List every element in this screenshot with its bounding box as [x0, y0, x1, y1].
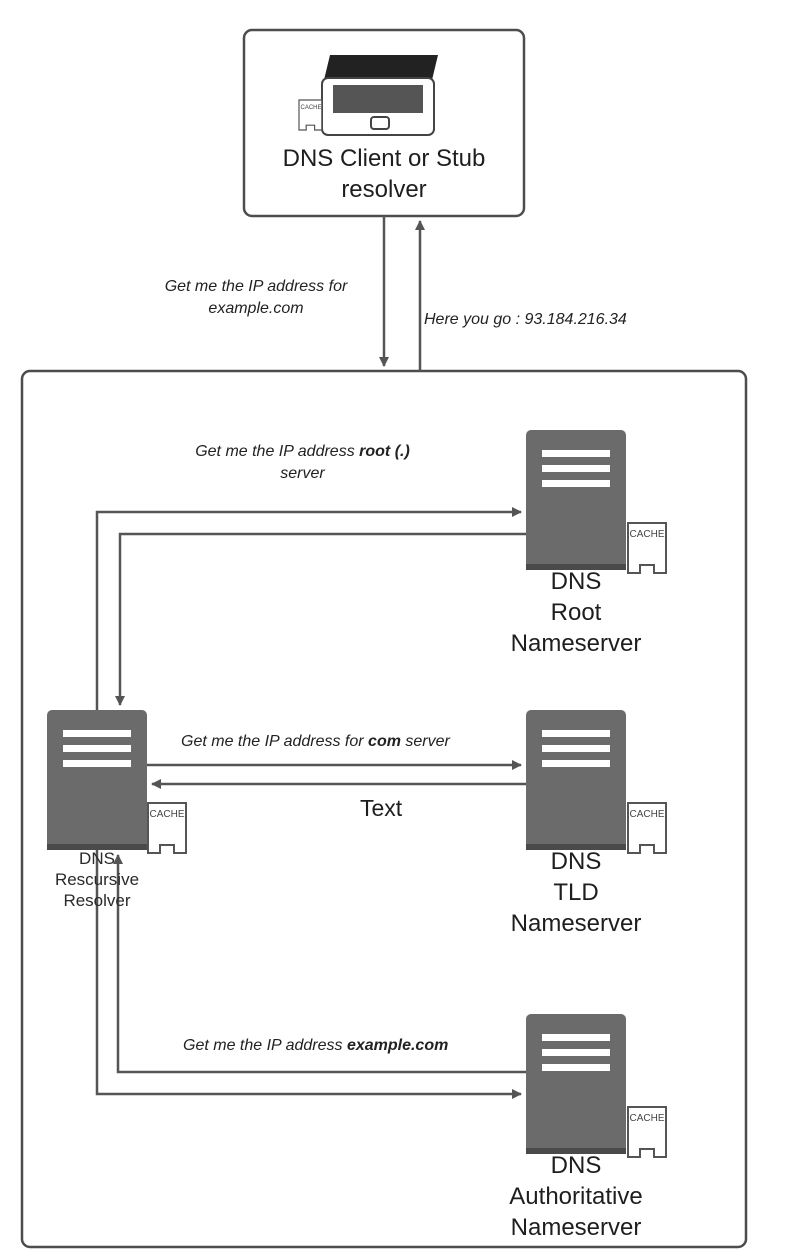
- tld-request-prefix: Get me the IP address for: [181, 733, 369, 750]
- root-label-line2: Root: [550, 599, 602, 626]
- auth-label-line3: Nameserver: [510, 1214, 642, 1241]
- root-label-line3: Nameserver: [510, 630, 642, 657]
- client-response-label: Here you go : 93.184.216.34: [424, 311, 627, 328]
- client-request-line2: example.com: [208, 300, 304, 317]
- resolver-server-icon: [47, 710, 147, 850]
- resolver-label: DNS Rescursive Resolver: [37, 848, 157, 911]
- auth-request-arrow: [95, 850, 522, 1099]
- auth-label: DNS Authoritative Nameserver: [476, 1150, 676, 1243]
- resolver-label-line2: Rescursive: [54, 870, 140, 889]
- root-request-arrow: [95, 507, 522, 710]
- auth-label-line2: Authoritative: [509, 1183, 643, 1210]
- auth-cache-label: CACHE: [629, 1113, 664, 1124]
- laptop-icon: [321, 55, 438, 136]
- tld-label-line3: Nameserver: [510, 910, 642, 937]
- root-request-prefix: Get me the IP address: [195, 443, 360, 460]
- tld-server-icon: [526, 710, 626, 850]
- auth-label-line1: DNS: [550, 1152, 602, 1179]
- tld-response-label: Text: [360, 795, 403, 821]
- tld-request-bold: com: [368, 733, 401, 750]
- client-title-line1: DNS Client or Stub: [282, 145, 486, 172]
- auth-server-icon: [526, 1014, 626, 1154]
- auth-request-bold: example.com: [346, 1037, 449, 1054]
- client-title: DNS Client or Stub resolver: [244, 143, 524, 205]
- root-request-line2: server: [280, 465, 325, 482]
- client-request-line1: Get me the IP address for: [164, 278, 348, 295]
- root-cache-label: CACHE: [629, 529, 664, 540]
- tld-label: DNS TLD Nameserver: [491, 846, 661, 939]
- root-request-bold: root (.): [359, 443, 410, 460]
- auth-response-arrow: [113, 854, 526, 1074]
- resolver-label-line1: DNS: [79, 849, 115, 868]
- tld-label-line2: TLD: [553, 879, 599, 906]
- resolver-zone-frame: [20, 369, 748, 1249]
- root-response-arrow: [115, 532, 526, 706]
- auth-request-label: Get me the IP address example.com: [183, 1037, 448, 1055]
- tld-request-suffix: server: [400, 733, 450, 750]
- tld-request-label: Get me the IP address for com server: [181, 733, 450, 751]
- resolver-label-line3: Resolver: [63, 891, 131, 910]
- tld-label-line1: DNS: [550, 848, 602, 875]
- tld-cache-label: CACHE: [629, 809, 664, 820]
- auth-request-prefix: Get me the IP address: [183, 1037, 347, 1054]
- resolver-cache-label: CACHE: [149, 809, 184, 820]
- root-label-line1: DNS: [550, 568, 602, 595]
- client-request-label: Get me the IP address for example.com: [140, 276, 372, 320]
- client-title-line2: resolver: [341, 176, 427, 203]
- root-request-label: Get me the IP address root (.) server: [150, 441, 455, 485]
- root-server-icon: [526, 430, 626, 570]
- root-label: DNS Root Nameserver: [491, 566, 661, 659]
- client-cache-label: CACHE: [300, 105, 321, 111]
